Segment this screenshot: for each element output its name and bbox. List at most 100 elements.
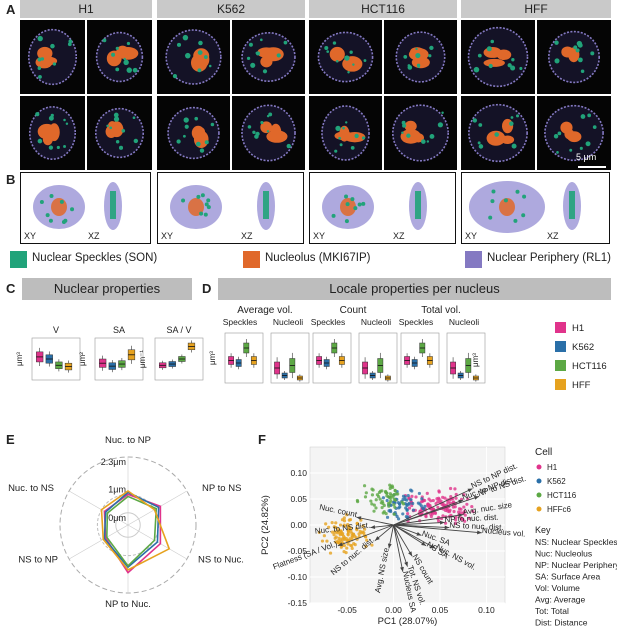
boxplot-unit: μm³ — [15, 352, 24, 366]
pca-loading-arrow — [393, 521, 445, 526]
radar-ring-label: 1μm — [108, 484, 126, 494]
pca-legend-label: H1 — [547, 463, 558, 472]
pca-point-h1 — [465, 502, 469, 506]
cell-legend-label: H1 — [572, 323, 584, 334]
pca-point-hct116 — [371, 488, 375, 492]
pca-point-hffc6 — [334, 540, 338, 544]
nuclear-properties-banner: Nuclear properties — [22, 278, 192, 300]
pca-point-hct116 — [391, 495, 395, 499]
pca-point-hct116 — [362, 484, 367, 488]
pca-point-hct116 — [382, 510, 386, 514]
pca-point-h1 — [410, 494, 414, 498]
xz-view-label: XZ — [241, 231, 253, 241]
pca-point-hffc6 — [317, 530, 321, 534]
pca-arrowhead — [408, 551, 413, 557]
pca-point-hffc6 — [350, 544, 354, 548]
key-line: Tot: Total — [535, 606, 569, 616]
pca-legend-label: K562 — [547, 477, 566, 486]
pca-arrowhead — [477, 530, 482, 535]
pca-point-hffc6 — [363, 527, 367, 531]
micrograph-tile — [309, 96, 382, 170]
pca-point-hct116 — [382, 503, 386, 508]
pca-point-h1 — [436, 505, 440, 509]
pca-legend-title: Cell — [535, 447, 552, 458]
pca-arrowhead — [430, 544, 436, 549]
pca-point-k562 — [381, 496, 386, 500]
pca-arrowhead — [458, 513, 464, 518]
micrograph-tile — [20, 20, 85, 94]
micrograph-tile — [157, 96, 230, 170]
cell-legend-label: HCT116 — [572, 361, 607, 372]
pca-xtick: -0.05 — [337, 605, 357, 615]
xz-view-label: XZ — [393, 231, 405, 241]
pca-point-h1 — [459, 507, 463, 511]
pca-point-k562 — [411, 501, 415, 506]
periphery-swatch — [465, 251, 482, 268]
pca-point-k562 — [401, 512, 405, 516]
boxplot-unit: μm⁻¹ — [138, 350, 147, 368]
key-line: Vol: Volume — [535, 583, 580, 593]
key-line: NS: Nuclear Speckles — [535, 537, 617, 547]
micrograph-tile — [461, 96, 535, 170]
panel-f-label: F — [258, 432, 266, 447]
radar-series-k562 — [103, 491, 160, 569]
pca-point-hffc6 — [365, 538, 369, 542]
pca-point-hct116 — [363, 495, 368, 499]
cell-legend-label: HFF — [572, 380, 591, 391]
pca-point-hct116 — [392, 503, 396, 507]
pca-point-h1 — [431, 512, 435, 516]
key-title: Key — [535, 525, 551, 535]
pca-point-h1 — [423, 498, 427, 503]
pca-point-h1 — [454, 496, 458, 500]
pca-point-hffc6 — [327, 525, 331, 529]
radar-axis-label: Nuc. to NS — [8, 483, 54, 494]
cell-legend-label: K562 — [572, 342, 594, 353]
pca-point-hct116 — [380, 506, 384, 510]
cell-legend-swatch — [555, 379, 566, 390]
pca-point-hffc6 — [346, 542, 350, 546]
micrograph-tile — [20, 96, 85, 170]
pca-legend-dot — [536, 506, 542, 512]
speckles-subtitle: Speckles — [399, 317, 434, 327]
pca-point-hffc6 — [350, 531, 354, 535]
pca-ytick: -0.10 — [288, 572, 308, 582]
cell-header-k562: K562 — [157, 0, 305, 18]
pca-point-hct116 — [388, 486, 392, 491]
pca-point-hffc6 — [336, 530, 340, 534]
boxplot-unit: μm² — [78, 352, 87, 366]
pca-point-hffc6 — [342, 519, 347, 523]
pca-point-hffc6 — [355, 527, 359, 531]
pca-point-k562 — [423, 504, 427, 508]
scale-bar-label: 5 μm — [576, 152, 597, 162]
panel-c-label: C — [6, 281, 16, 296]
pca-ytick: -0.05 — [288, 546, 308, 556]
pca-point-k562 — [403, 497, 407, 501]
pca-point-hct116 — [392, 512, 396, 516]
pca-point-h1 — [437, 489, 441, 493]
pca-point-hffc6 — [342, 523, 346, 527]
pca-point-hct116 — [372, 509, 376, 513]
pca-loading-arrow — [393, 524, 422, 536]
boxplot-title: SA — [113, 325, 125, 335]
speckles-subtitle: Speckles — [223, 317, 258, 327]
locale-properties-banner: Locale properties per nucleus — [218, 278, 611, 300]
pca-loading-label: NS to nuc. dist. — [449, 521, 504, 533]
pca-point-hct116 — [396, 492, 400, 496]
pca-point-hct116 — [387, 504, 391, 508]
nucleoli-subtitle: Nucleoli — [361, 317, 391, 327]
pca-point-hct116 — [370, 493, 375, 497]
pca-point-hct116 — [393, 505, 397, 509]
pca-point-h1 — [441, 495, 445, 499]
speckles-swatch — [10, 251, 27, 268]
panel-a-label: A — [6, 2, 16, 17]
pca-point-k562 — [401, 494, 406, 498]
pca-point-k562 — [407, 502, 411, 506]
pca-point-h1 — [452, 509, 456, 514]
total-vol-unit: μm³ — [471, 353, 480, 367]
pca-point-k562 — [395, 514, 399, 519]
pca-point-hffc6 — [346, 532, 350, 536]
pca-point-hffc6 — [344, 551, 348, 555]
pca-point-h1 — [414, 495, 418, 499]
